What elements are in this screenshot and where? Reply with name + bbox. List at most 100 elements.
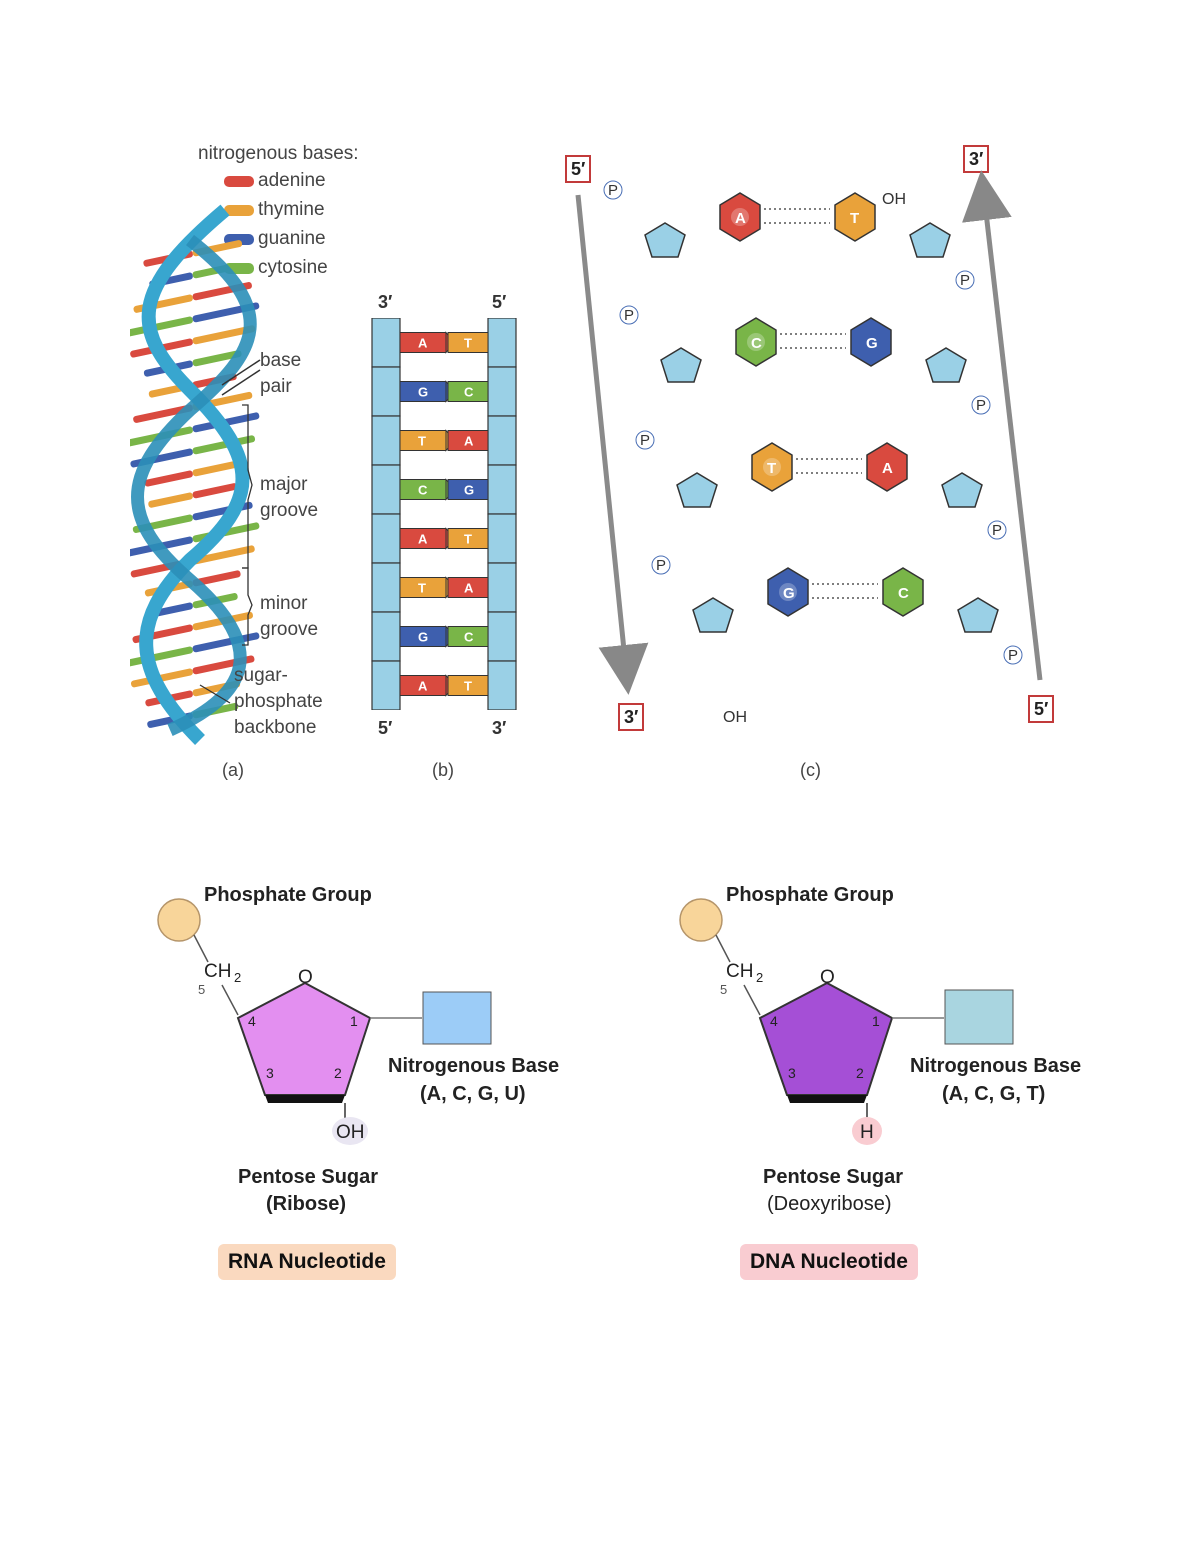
rna-ring-front-edge — [265, 1095, 345, 1103]
dna-base-list: (A, C, G, T) — [942, 1083, 1046, 1105]
ladder-base-left-letter: T — [418, 581, 426, 596]
chem-base-right — [866, 442, 908, 492]
helix-base-right — [192, 460, 242, 477]
rna-base-square — [422, 991, 492, 1045]
rna-ch2: CH — [204, 961, 231, 982]
dna-phosphate-circle — [679, 898, 723, 942]
dna-phosphate-bond — [715, 934, 731, 963]
base-pair-pointer — [221, 369, 261, 396]
rna-sugar-type: (Ribose) — [266, 1193, 346, 1215]
ladder-sugar-right — [487, 415, 517, 466]
legend-item-cytosine: cytosine — [224, 257, 328, 279]
chem-phosphate-right-ring — [955, 270, 975, 290]
ladder-sugar-right — [487, 562, 517, 613]
dna-sugar-label: Pentose Sugar — [763, 1166, 904, 1188]
minor-groove-bracket — [242, 567, 253, 646]
chem-base-left-letter: G — [783, 585, 795, 602]
helix-base-right — [192, 545, 255, 565]
label-phosphate: phosphate — [234, 691, 323, 712]
chem-phosphate-left-ring — [651, 555, 671, 575]
ladder-sugar-right — [487, 366, 517, 417]
ladder-base-right — [447, 479, 489, 500]
chem-phosphate-right-ring — [1003, 645, 1023, 665]
rna-oh-highlight — [332, 1117, 368, 1145]
label-backbone: backbone — [234, 717, 317, 738]
ladder-sugar-left — [371, 562, 401, 613]
rna-nucleotide-badge: RNA Nucleotide — [218, 1244, 396, 1280]
chem-base-left-letter: T — [767, 460, 776, 477]
caption-c: (c) — [800, 760, 821, 780]
ladder-base-right — [447, 430, 489, 451]
ladder-sugar-left — [371, 660, 401, 710]
dna-nucleotide-badge: DNA Nucleotide — [740, 1244, 918, 1280]
ladder-backbone — [371, 318, 517, 710]
ladder-base-right — [447, 577, 489, 598]
thymine-swatch — [224, 204, 254, 216]
legend-label: adenine — [258, 170, 326, 191]
chem-right-bottom-end: 5′ — [1028, 695, 1055, 723]
dna-c1: 1 — [872, 1013, 880, 1029]
chem-oh-top: OH — [882, 191, 906, 208]
legend-label: thymine — [258, 199, 325, 220]
double-helix — [130, 204, 261, 745]
backbone-pointer — [199, 684, 231, 704]
ladder-base-left-letter: G — [418, 630, 428, 645]
helix-base-right — [192, 435, 256, 455]
rna-sugar-label: Pentose Sugar — [238, 1166, 379, 1188]
ladder-base-right-letter: C — [464, 385, 474, 400]
helix-base-right — [192, 483, 238, 499]
ladder-sugar-right — [487, 513, 517, 564]
chem-base-left — [751, 442, 793, 492]
ladder-base-right-letter: G — [464, 483, 474, 498]
dna-sugar-type: (Deoxyribose) — [767, 1193, 892, 1215]
helix-strand-2 — [131, 234, 257, 736]
ladder-sugar-right — [487, 611, 517, 662]
chem-phosphate-right-ring — [971, 395, 991, 415]
label-major: major — [260, 474, 308, 495]
chem-base-right-letter: G — [866, 335, 878, 352]
ladder-sugar-right — [487, 318, 517, 368]
chem-sugar-right — [925, 347, 967, 383]
chem-phosphate-left: P — [640, 432, 650, 449]
chem-sugar-right — [957, 597, 999, 633]
label-base: base — [260, 350, 302, 371]
chem-sugar-left — [644, 222, 686, 258]
ladder-base-right — [447, 626, 489, 647]
rna-c1: 1 — [350, 1013, 358, 1029]
ladder-top-left: 3′ — [378, 292, 393, 312]
legend-label: cytosine — [258, 257, 328, 278]
chem-base-right — [882, 567, 924, 617]
chem-sugar-left — [660, 347, 702, 383]
chem-sugar-left — [676, 472, 718, 508]
ladder-base-right-letter: T — [464, 336, 472, 351]
rna-c4: 4 — [248, 1013, 256, 1029]
chem-phosphate-right: P — [960, 272, 970, 289]
dna-phosphate-label: Phosphate Group — [726, 884, 894, 906]
chem-phosphate-right: P — [992, 522, 1002, 539]
chem-oh-bottom: OH — [723, 709, 747, 726]
helix-base-right — [192, 325, 256, 345]
rna-pentose-ring — [236, 981, 372, 1096]
dna-ring-oxygen: O — [820, 967, 835, 988]
label-pair: pair — [260, 376, 292, 397]
dna-pentose-ring — [758, 981, 894, 1096]
helix-base-left — [144, 470, 193, 487]
chem-phosphate-right: P — [976, 397, 986, 414]
dna-base-square — [944, 989, 1014, 1045]
guanine-swatch — [224, 233, 254, 245]
rna-ch2-sub: 2 — [234, 970, 241, 985]
adenine-swatch — [224, 175, 254, 187]
ladder-sugar-left — [371, 611, 401, 662]
chem-base-right — [850, 317, 892, 367]
chem-phosphate-right-ring — [987, 520, 1007, 540]
rna-ch2-bond — [221, 984, 239, 1016]
chem-left-bottom-end: 3′ — [618, 703, 645, 731]
